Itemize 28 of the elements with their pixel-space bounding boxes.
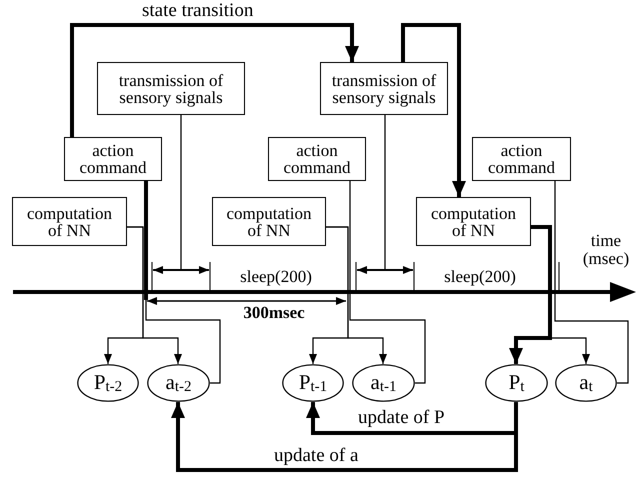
arrow [326,226,387,364]
variable-ellipse: P$_{t-1}$ [282,364,344,402]
process-box: computation of NN [12,197,127,246]
leader-line [384,115,386,270]
variable-ellipse: P$_{t-2}$ [77,364,139,402]
axis-label: time (msec) [582,232,630,268]
arrow [401,23,466,197]
interval-label: sleep(200) [443,268,517,286]
process-box: computation of NN [212,197,326,246]
process-box: action command [64,137,162,181]
process-box: action command [472,137,571,181]
variable-ellipse: a$_{t}$ [555,364,617,402]
interval-label: 300msec [242,304,306,322]
variable-ellipse: P$_{t}$ [485,364,548,402]
arrow [127,226,182,364]
leader-line [180,115,182,270]
process-box: transmission of sensory signals [320,62,448,115]
arrow [70,23,359,137]
interval-label: sleep(200) [239,268,313,286]
edge-label: update of P [356,408,447,428]
edge-label: update of a [272,446,360,466]
arrow [509,225,552,364]
process-box: computation of NN [416,197,531,246]
process-box: transmission of sensory signals [97,62,245,115]
variable-ellipse: a$_{t-1}$ [352,364,415,402]
arrow [171,402,518,472]
variable-ellipse: a$_{t-2}$ [147,364,210,402]
process-box: action command [268,137,366,181]
